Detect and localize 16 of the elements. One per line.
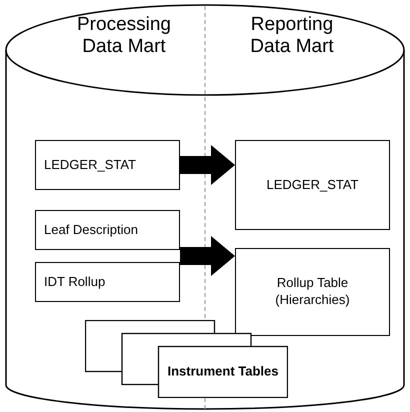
table-name: Rollup Table (Hierarchies) — [274, 275, 351, 309]
table-name: Instrument Tables — [168, 364, 278, 380]
stacked-tables — [85, 320, 288, 398]
table-box — [35, 210, 180, 250]
table-name: Leaf Description — [44, 222, 138, 238]
block-arrow — [180, 145, 235, 185]
store-heading: Reporting Data Mart — [249, 14, 335, 58]
table-name: LEDGER_STAT — [266, 176, 358, 194]
table-name: IDT Rollup — [44, 274, 106, 290]
table-box — [35, 262, 180, 302]
table-box — [35, 140, 180, 190]
table-name: LEDGER_STAT — [44, 156, 136, 174]
block-arrow — [180, 236, 235, 276]
store-heading: Processing Data Mart — [76, 14, 172, 58]
table-box — [235, 248, 390, 336]
table-box — [235, 140, 390, 230]
